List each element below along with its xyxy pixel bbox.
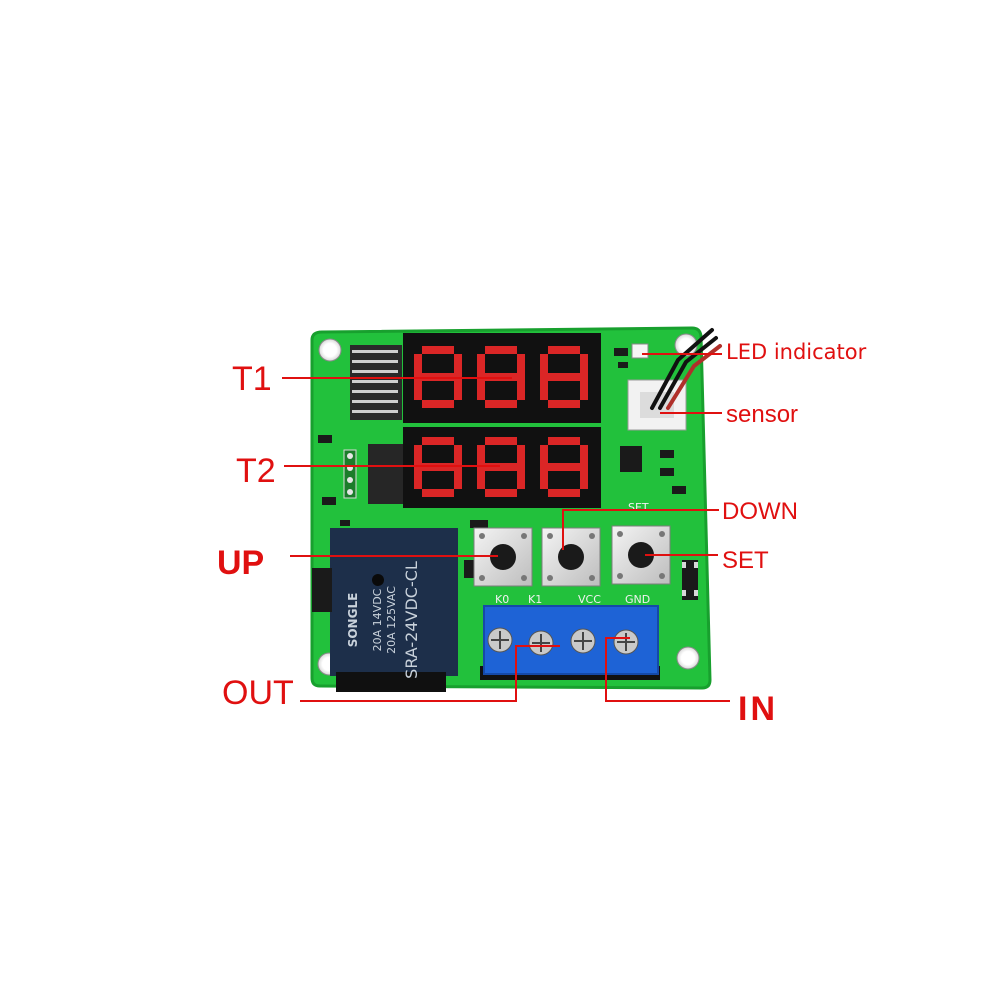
segment <box>454 467 462 489</box>
sensor-connector <box>627 379 687 431</box>
segment <box>477 354 485 377</box>
silk-k0: K0 <box>495 593 509 606</box>
silk-set: SET <box>628 501 649 514</box>
segment <box>454 354 462 377</box>
label-t1: T1 <box>232 360 272 398</box>
down-button[interactable] <box>541 527 601 587</box>
segment <box>548 400 580 408</box>
segment <box>422 346 454 354</box>
smd-pads <box>682 562 698 596</box>
relay-base <box>336 672 446 692</box>
segment <box>454 445 462 467</box>
segment <box>548 463 580 471</box>
segment <box>548 437 580 445</box>
digit-t1-3 <box>540 346 588 408</box>
mounting-hole-top-left <box>318 338 342 362</box>
segment <box>422 489 454 497</box>
mounting-hole-bottom-right <box>676 646 700 670</box>
leader-down <box>562 509 719 550</box>
relay-rating-1: 20A 14VDC <box>371 588 384 651</box>
segment <box>517 445 525 467</box>
terminal-screws <box>487 627 639 656</box>
silk-gnd: GND <box>625 593 650 606</box>
segment <box>485 400 517 408</box>
segment <box>580 377 588 400</box>
segment <box>540 354 548 377</box>
led-indicator <box>631 343 649 359</box>
silk-k1: K1 <box>528 593 542 606</box>
segment <box>485 489 517 497</box>
segment <box>414 354 422 377</box>
relay-model: SRA-24VDC-CL <box>402 561 421 679</box>
segment <box>517 354 525 377</box>
label-led-indicator: LED indicator <box>726 340 867 364</box>
segment <box>540 377 548 400</box>
relay-side-bracket <box>312 568 332 612</box>
relay-marker-dot <box>372 574 384 586</box>
ic-pins <box>352 350 398 413</box>
segment <box>454 377 462 400</box>
segment <box>548 373 580 381</box>
segment <box>580 354 588 377</box>
set-button[interactable] <box>611 525 671 585</box>
segment <box>414 445 422 467</box>
segment <box>580 467 588 489</box>
segment <box>422 437 454 445</box>
segment <box>477 377 485 400</box>
digit-t2-2 <box>477 437 525 497</box>
segment <box>517 377 525 400</box>
label-set: SET <box>722 547 769 574</box>
segment <box>548 489 580 497</box>
label-t2: T2 <box>236 452 276 490</box>
digit-t2-3 <box>540 437 588 497</box>
header-pins <box>343 449 357 499</box>
relay <box>330 528 458 676</box>
relay-brand: SONGLE <box>346 593 360 648</box>
label-out: OUT <box>222 674 294 712</box>
relay-rating-2: 20A 125VAC <box>385 586 398 654</box>
label-down: DOWN <box>722 498 798 525</box>
segment <box>540 467 548 489</box>
segment <box>548 346 580 354</box>
segment <box>485 463 517 471</box>
silk-vcc: VCC <box>578 593 601 606</box>
segment <box>477 445 485 467</box>
segment <box>485 346 517 354</box>
segment <box>477 467 485 489</box>
segment <box>485 437 517 445</box>
ic-chip-2 <box>368 444 404 504</box>
sensor-wires <box>650 328 722 410</box>
segment <box>414 377 422 400</box>
label-up: UP <box>217 544 265 582</box>
label-in: IN <box>738 690 778 728</box>
segment <box>414 467 422 489</box>
segment <box>580 445 588 467</box>
segment <box>422 400 454 408</box>
leader-out <box>300 645 560 702</box>
segment <box>540 445 548 467</box>
leader-lines <box>282 353 730 702</box>
label-sensor: sensor <box>726 401 799 428</box>
leader-in <box>605 637 730 702</box>
segment <box>517 467 525 489</box>
